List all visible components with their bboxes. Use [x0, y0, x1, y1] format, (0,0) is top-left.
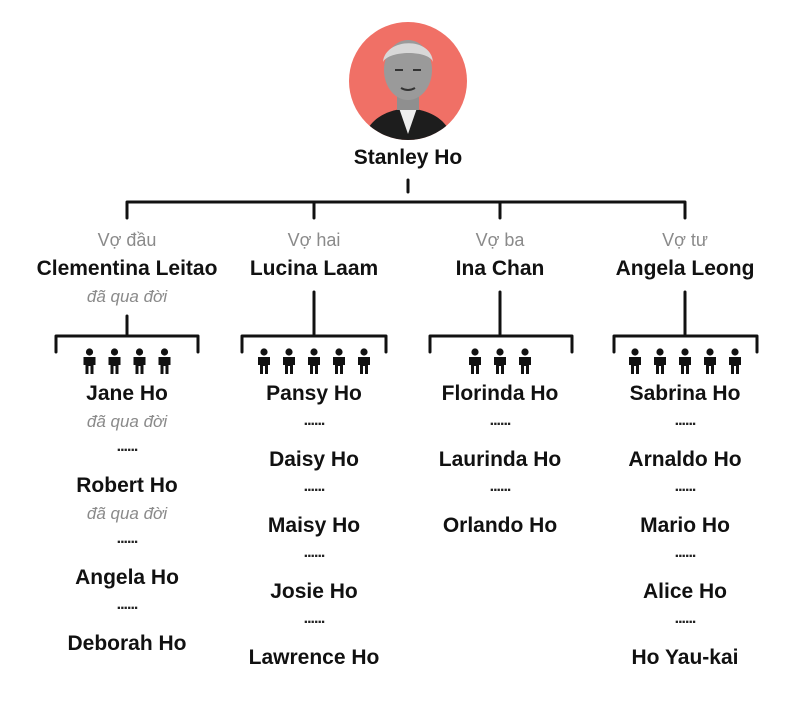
children-icons-2 [255, 348, 373, 374]
child-name: Florinda Ho [441, 382, 559, 405]
person-icon [466, 348, 484, 374]
child-separator: ...... [303, 478, 326, 495]
child-name: Pansy Ho [266, 382, 362, 405]
child-name: Robert Ho [76, 474, 178, 497]
child-deceased-note: đã qua đời [86, 412, 168, 431]
children-bracket-1 [54, 334, 200, 354]
child-separator: ...... [674, 412, 697, 429]
person-icon [156, 348, 174, 374]
person-icon [626, 348, 644, 374]
children-bracket-2 [240, 334, 388, 354]
wife-4-name: Angela Leong [615, 257, 755, 280]
person-icon [305, 348, 323, 374]
child-name: Alice Ho [642, 580, 728, 603]
wife-4-label: Vợ tư [662, 230, 708, 250]
child-name: Lawrence Ho [248, 646, 380, 669]
wife-1-deceased-note: đã qua đời [86, 287, 168, 306]
person-icon [81, 348, 99, 374]
child-name: Angela Ho [75, 566, 179, 589]
person-icon [255, 348, 273, 374]
child-name: Daisy Ho [269, 448, 359, 471]
person-icon [491, 348, 509, 374]
person-icon [701, 348, 719, 374]
root-name: Stanley Ho [353, 146, 463, 169]
person-icon [651, 348, 669, 374]
child-name: Mario Ho [640, 514, 730, 537]
child-name: Arnaldo Ho [628, 448, 742, 471]
child-separator: ...... [489, 412, 512, 429]
child-separator: ...... [674, 544, 697, 561]
child-name: Maisy Ho [267, 514, 361, 537]
child-separator: ...... [303, 610, 326, 627]
child-deceased-note: đã qua đời [86, 504, 168, 523]
wife-2-label: Vợ hai [287, 230, 341, 250]
child-separator: ...... [674, 610, 697, 627]
child-name: Deborah Ho [67, 632, 187, 655]
person-icon [726, 348, 744, 374]
wife-3-label: Vợ ba [475, 230, 525, 250]
wife-1-name: Clementina Leitao [36, 257, 218, 280]
children-bracket-3 [428, 334, 574, 354]
child-separator: ...... [303, 412, 326, 429]
person-icon [106, 348, 124, 374]
child-separator: ...... [303, 544, 326, 561]
person-icon [516, 348, 534, 374]
children-icons-4 [626, 348, 744, 374]
children-icons-1 [81, 348, 174, 374]
child-name: Josie Ho [270, 580, 358, 603]
person-icon [280, 348, 298, 374]
child-separator: ...... [116, 596, 139, 613]
child-separator: ...... [116, 438, 139, 455]
wife-1-label: Vợ đầu [97, 230, 157, 250]
child-name: Laurinda Ho [438, 448, 562, 471]
person-icon [330, 348, 348, 374]
child-name: Orlando Ho [442, 514, 558, 537]
child-separator: ...... [674, 478, 697, 495]
child-name: Sabrina Ho [629, 382, 741, 405]
person-icon [676, 348, 694, 374]
child-separator: ...... [116, 530, 139, 547]
child-name: Jane Ho [86, 382, 168, 405]
wife-2-name: Lucina Laam [249, 257, 379, 280]
wife-3-name: Ina Chan [455, 257, 545, 280]
person-icon [131, 348, 149, 374]
person-icon [355, 348, 373, 374]
stanley-ho-portrait [349, 22, 467, 140]
child-separator: ...... [489, 478, 512, 495]
child-name: Ho Yau-kai [631, 646, 739, 669]
wives-bracket [125, 200, 687, 220]
children-bracket-4 [612, 334, 759, 354]
children-icons-3 [466, 348, 534, 374]
